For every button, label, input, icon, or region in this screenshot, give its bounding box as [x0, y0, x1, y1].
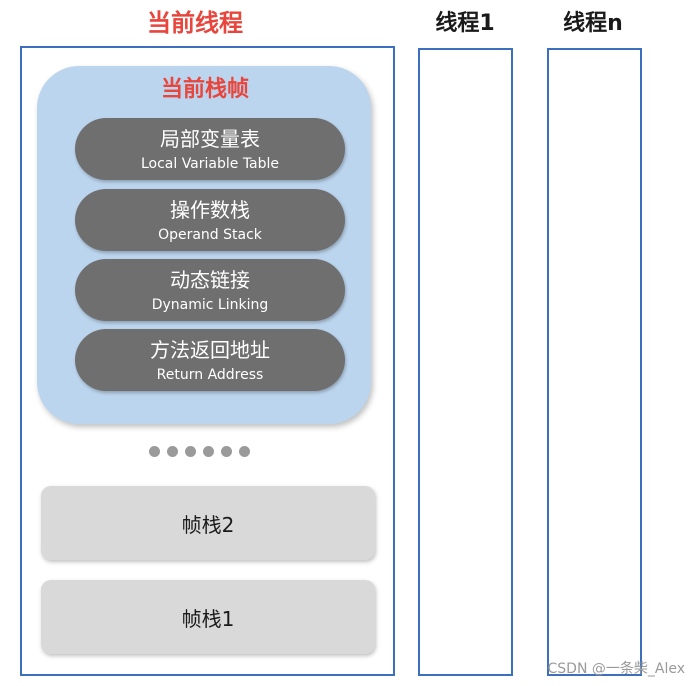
dynamic-linking-en: Dynamic Linking: [151, 297, 269, 313]
current-stack-frame-title: 当前栈帧: [160, 77, 249, 102]
thread-1-box: [418, 48, 513, 676]
ellipsis-dot: [149, 446, 160, 457]
stack-frame-2: 帧栈2: [41, 486, 375, 560]
local-variable-table-en: Local Variable Table: [140, 156, 280, 172]
operand-stack-zh: 操作数栈: [170, 198, 250, 222]
operand-stack-en: Operand Stack: [158, 227, 262, 243]
local-variable-table: 局部变量表 Local Variable Table: [75, 118, 345, 180]
ellipsis-dot: [185, 446, 196, 457]
watermark: CSDN @一条柴_Alex: [547, 661, 685, 677]
operand-stack: 操作数栈 Operand Stack: [75, 189, 345, 251]
ellipsis-dot: [239, 446, 250, 457]
current-thread-title: 当前线程: [147, 9, 243, 37]
dynamic-linking: 动态链接 Dynamic Linking: [75, 259, 345, 321]
ellipsis-dot: [167, 446, 178, 457]
thread-1-title: 线程1: [435, 11, 495, 36]
return-address: 方法返回地址 Return Address: [75, 329, 345, 391]
thread-n-box: [547, 48, 642, 676]
return-address-en: Return Address: [156, 367, 264, 383]
local-variable-table-zh: 局部变量表: [160, 127, 260, 151]
stack-frame-1: 帧栈1: [41, 580, 375, 654]
ellipsis-dot: [221, 446, 232, 457]
return-address-zh: 方法返回地址: [150, 338, 270, 362]
ellipsis-dot: [203, 446, 214, 457]
thread-n-title: 线程n: [563, 11, 623, 36]
dynamic-linking-zh: 动态链接: [170, 268, 250, 292]
